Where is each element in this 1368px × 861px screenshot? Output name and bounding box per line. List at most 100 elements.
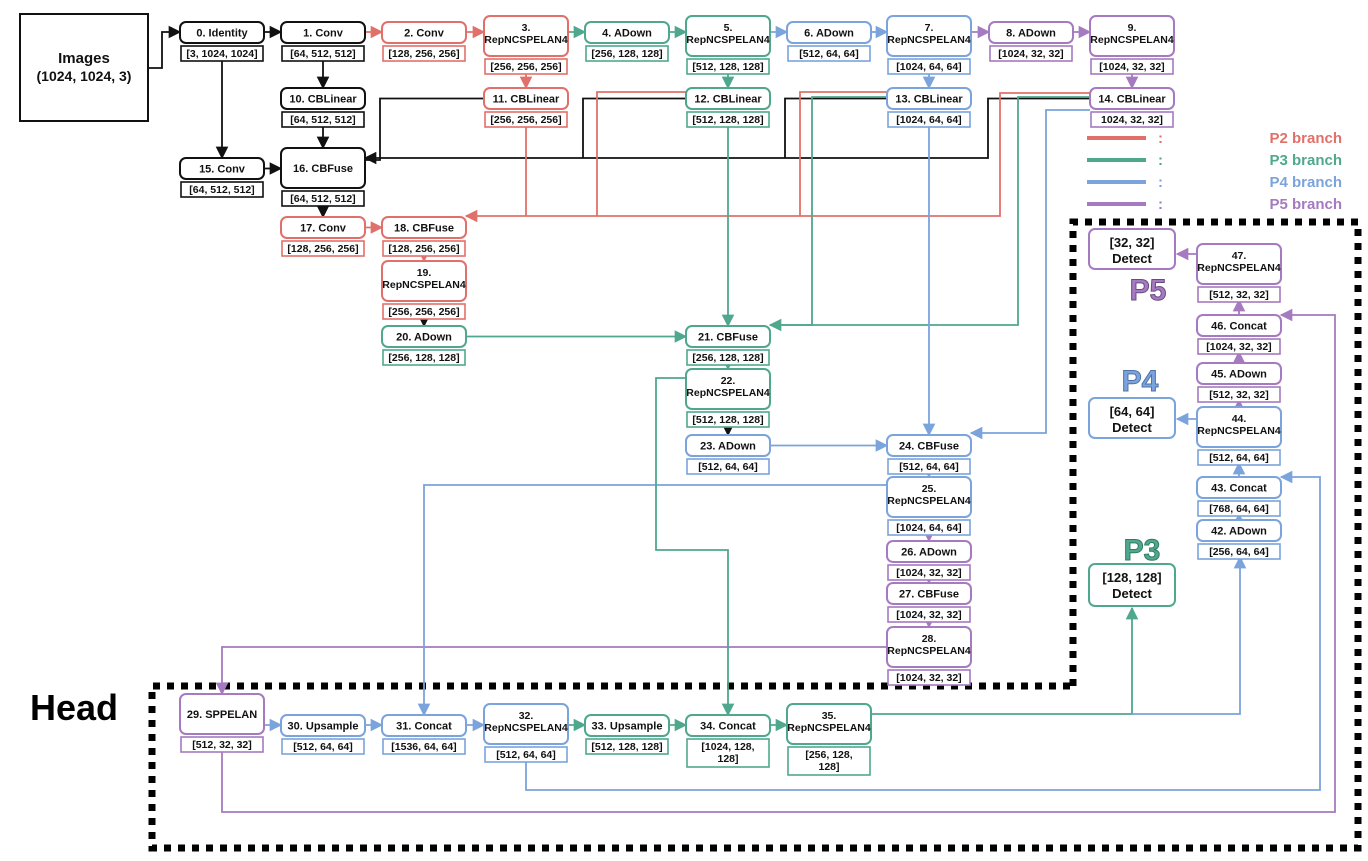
node-box xyxy=(584,714,670,737)
node-n44: 44.RepNCSPELAN4[512, 64, 64] xyxy=(1196,406,1282,466)
shape-tag xyxy=(180,45,264,62)
node-box xyxy=(685,325,771,348)
node-n9: 9.RepNCSPELAN4[1024, 32, 32] xyxy=(1089,15,1175,75)
node-label: 1. Conv xyxy=(303,28,344,40)
node-box xyxy=(685,434,771,457)
shape-tag xyxy=(1197,500,1281,517)
shape-tag xyxy=(887,519,971,536)
shape-tag xyxy=(1197,543,1281,560)
images-input-box xyxy=(19,13,149,122)
node-box xyxy=(786,21,872,44)
shape-tag xyxy=(180,181,264,198)
right-region-border xyxy=(148,218,1362,852)
shape-tag xyxy=(382,738,466,755)
node-label: RepNCSPELAN4 xyxy=(787,722,871,734)
node-box xyxy=(483,15,569,57)
node-shape: [256, 256, 256] xyxy=(490,61,561,73)
edge-19 xyxy=(582,97,686,158)
node-label: 0. Identity xyxy=(196,28,248,40)
detect-p5-size: [32, 32] xyxy=(1110,235,1155,250)
node-label: 32. xyxy=(519,710,534,722)
node-box xyxy=(179,693,265,735)
node-label: 44. xyxy=(1232,413,1247,425)
node-n47: 47.RepNCSPELAN4[512, 32, 32] xyxy=(1196,243,1282,303)
node-label: 30. Upsample xyxy=(288,721,359,733)
node-box xyxy=(179,157,265,180)
node-box xyxy=(381,21,467,44)
node-shape: [512, 64, 64] xyxy=(1209,452,1269,464)
shape-tag xyxy=(484,58,568,75)
shape-tag xyxy=(686,738,770,768)
shape-tag xyxy=(887,669,971,686)
node-n24: 24. CBFuse[512, 64, 64] xyxy=(886,434,972,475)
node-box xyxy=(280,216,366,239)
node-box xyxy=(886,582,972,605)
node-shape: [256, 256, 256] xyxy=(490,114,561,126)
node-label: 4. ADown xyxy=(602,28,652,40)
node-n13: 13. CBLinear[1024, 64, 64] xyxy=(886,87,972,128)
legend-sep: : xyxy=(1158,196,1163,213)
node-n8: 8. ADown[1024, 32, 32] xyxy=(988,21,1074,62)
shape-tag xyxy=(887,58,971,75)
shape-tag xyxy=(1090,111,1174,128)
node-shape: [256, 128, 128] xyxy=(692,352,763,364)
shape-tag xyxy=(382,240,466,257)
node-label: RepNCSPELAN4 xyxy=(484,722,568,734)
node-shape: [128, 256, 256] xyxy=(388,243,459,255)
node-box xyxy=(1196,519,1282,542)
detect-p5-name: Detect xyxy=(1112,251,1152,266)
node-label: 19. xyxy=(417,267,432,279)
head-label: Head xyxy=(30,687,118,728)
detect-p4-name: Detect xyxy=(1112,420,1152,435)
detect-p3-size: [128, 128] xyxy=(1102,570,1161,585)
shape-tag xyxy=(686,458,770,475)
shape-tag xyxy=(484,746,568,763)
node-label: 43. Concat xyxy=(1211,483,1267,495)
node-box xyxy=(1089,87,1175,110)
node-label: 7. xyxy=(925,22,934,34)
node-box xyxy=(1089,15,1175,57)
edge-26 xyxy=(799,91,887,216)
detect-p5-level: P5 xyxy=(1130,274,1167,307)
shape-tag xyxy=(382,303,466,320)
node-label: 22. xyxy=(721,375,736,387)
node-shape: [256, 128, xyxy=(805,749,852,761)
images-input: Images (1024, 1024, 3) xyxy=(19,13,149,122)
node-label: 3. xyxy=(522,22,531,34)
node-n46: 46. Concat[1024, 32, 32] xyxy=(1196,314,1282,355)
node-n33: 33. Upsample[512, 128, 128] xyxy=(584,714,670,755)
shape-tag xyxy=(281,738,365,755)
shape-tag xyxy=(787,45,871,62)
shape-tag xyxy=(1090,58,1174,75)
node-shape: [512, 64, 64] xyxy=(899,461,959,473)
node-box xyxy=(179,21,265,44)
node-n30: 30. Upsample[512, 64, 64] xyxy=(280,714,366,755)
node-shape: [512, 64, 64] xyxy=(496,749,556,761)
node-label: 23. ADown xyxy=(700,441,756,453)
node-n1: 1. Conv[64, 512, 512] xyxy=(280,21,366,62)
node-label: 6. ADown xyxy=(804,28,854,40)
node-shape: [512, 64, 64] xyxy=(698,461,758,473)
edge-61 xyxy=(525,470,1321,791)
node-n26: 26. ADown[1024, 32, 32] xyxy=(886,540,972,581)
shape-tag xyxy=(281,111,365,128)
node-box xyxy=(280,87,366,110)
node-n35: 35.RepNCSPELAN4[256, 128,128] xyxy=(786,703,872,776)
node-label: RepNCSPELAN4 xyxy=(887,495,971,507)
node-label: RepNCSPELAN4 xyxy=(1090,34,1174,46)
detect-p4: P4 [64, 64] Detect xyxy=(1088,365,1176,439)
shape-tag xyxy=(180,736,264,753)
node-box xyxy=(483,703,569,745)
node-n12: 12. CBLinear[512, 128, 128] xyxy=(685,87,771,128)
node-n3: 3.RepNCSPELAN4[256, 256, 256] xyxy=(483,15,569,75)
node-n25: 25.RepNCSPELAN4[1024, 64, 64] xyxy=(886,476,972,536)
node-shape: [256, 128, 128] xyxy=(388,352,459,364)
edge-21 xyxy=(363,97,1090,165)
node-label: 31. Concat xyxy=(396,721,452,733)
node-n10: 10. CBLinear[64, 512, 512] xyxy=(280,87,366,128)
node-shape: [128, 256, 256] xyxy=(287,243,358,255)
node-box xyxy=(584,21,670,44)
node-shape: [512, 128, 128] xyxy=(692,61,763,73)
shape-tag xyxy=(1197,286,1281,303)
node-n5: 5.RepNCSPELAN4[512, 128, 128] xyxy=(685,15,771,75)
